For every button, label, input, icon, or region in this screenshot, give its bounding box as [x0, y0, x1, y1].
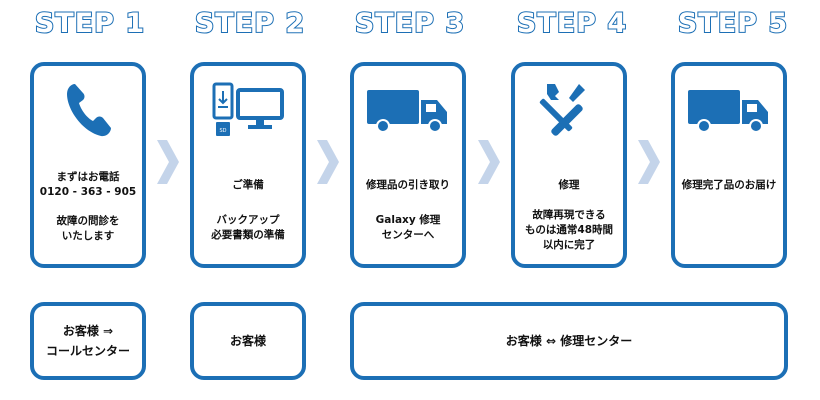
step-3-card: 修理品の引き取り Galaxy 修理 センターへ	[350, 62, 466, 268]
responsible-party-step-3-5: お客様 ⇔ 修理センター	[350, 302, 788, 380]
svg-text:SD: SD	[219, 128, 226, 134]
step-1-line1: まずはお電話 0120 - 363 - 905	[39, 171, 137, 198]
step-5-line1: 修理完了品のお届け	[681, 179, 777, 191]
chevron-right-icon	[317, 140, 339, 184]
step-4-line2: 故障再現できる ものは通常48時間 以内に完了	[524, 209, 614, 251]
chevron-right-icon	[638, 140, 660, 184]
tools-icon	[515, 80, 623, 140]
step-2-card: SD ご準備 バックアップ 必要書類の準備	[190, 62, 306, 268]
step-4-card: 修理 故障再現できる ものは通常48時間 以内に完了	[511, 62, 627, 268]
step-2-title: STEP 2	[194, 7, 306, 40]
step-5-title: STEP 5	[677, 7, 789, 40]
step-2-line1: ご準備	[232, 179, 264, 191]
chevron-right-icon	[478, 140, 500, 184]
step-3-line1: 修理品の引き取り	[366, 179, 450, 191]
phone-computer-sd-icon: SD	[194, 80, 302, 140]
step-3-line2: Galaxy 修理 センターへ	[375, 214, 441, 241]
step-5-card: 修理完了品のお届け	[671, 62, 787, 268]
chevron-right-icon	[157, 140, 179, 184]
truck-icon	[675, 80, 783, 140]
step-1-card: まずはお電話 0120 - 363 - 905 故障の問診を いたします	[30, 62, 146, 268]
step-2-line2: バックアップ 必要書類の準備	[211, 214, 285, 241]
responsible-party-step-1: お客様 ⇒ コールセンター	[30, 302, 146, 380]
step-3-title: STEP 3	[354, 7, 466, 40]
step-4-title: STEP 4	[516, 7, 628, 40]
responsible-party-step-2: お客様	[190, 302, 306, 380]
step-1-line2: 故障の問診を いたします	[56, 215, 120, 242]
step-1-title: STEP 1	[34, 7, 146, 40]
step-4-line1: 修理	[558, 179, 580, 191]
truck-icon	[354, 80, 462, 140]
phone-icon	[34, 80, 142, 140]
